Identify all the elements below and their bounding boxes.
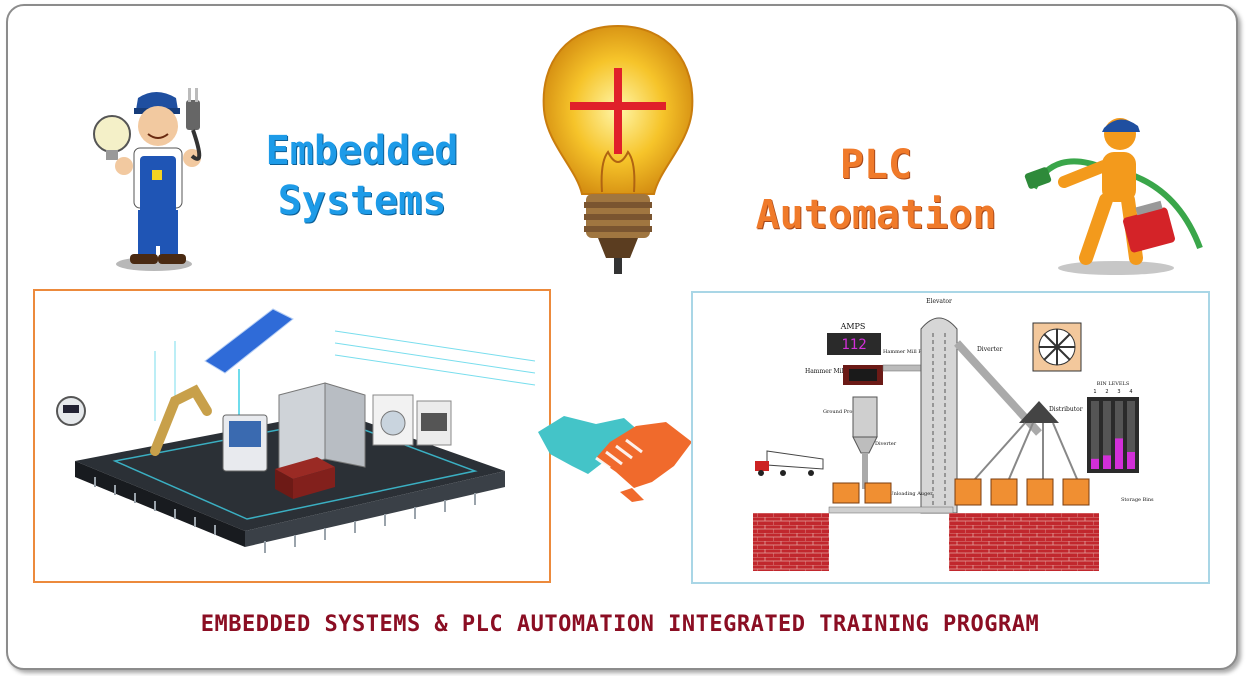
- bin-number-4: 4: [1129, 389, 1132, 395]
- bin-level-bar-1: [1091, 458, 1099, 469]
- bin-number-1: 1: [1093, 389, 1096, 395]
- amps-label: AMPS: [840, 322, 866, 331]
- bin-level-bar-4: [1127, 452, 1135, 469]
- hammer-mill-label: Hammer Mill: [805, 368, 845, 375]
- plc-scada-graphic: AMPS 112 Hammer Mill Hammer Mill Feed Au…: [753, 298, 1154, 571]
- ground-product-bin-label: Ground Product Bin: [823, 409, 874, 415]
- worker-toolbox-icon: [1024, 118, 1203, 275]
- plc-automation-title: PLC Automation: [755, 142, 997, 238]
- truck-unloading-auger-label: Truck Unloading Auger: [873, 491, 933, 497]
- bin-level-bar-3: [1115, 438, 1123, 469]
- bin-level-bar-2: [1103, 455, 1111, 469]
- elevator-label: Elevator: [926, 298, 952, 305]
- amps-value: 112: [841, 337, 866, 353]
- distributor-label: Distributor: [1049, 406, 1083, 413]
- bin-number-3: 3: [1117, 389, 1120, 395]
- bin-level-track-2: [1103, 401, 1111, 469]
- bin-level-track-1: [1091, 401, 1099, 469]
- bin-level-track-3: [1115, 401, 1123, 469]
- storage-bins-label: Storage Bins: [1121, 497, 1154, 503]
- embedded-systems-title: Embedded Systems: [265, 128, 459, 224]
- embedded-systems-image: [33, 289, 551, 583]
- diverter-bottom-label: Diverter: [875, 441, 897, 447]
- hammer-mill-feed-auger-label: Hammer Mill Feed Auger: [883, 349, 948, 355]
- embedded-chip-illustration: [56, 308, 536, 553]
- bin-number-2: 2: [1105, 389, 1108, 395]
- training-program-title: EMBEDDED SYSTEMS & PLC AUTOMATION INTEGR…: [200, 612, 1040, 637]
- diverter-top-label: Diverter: [977, 346, 1003, 353]
- bin-level-track-4: [1127, 401, 1135, 469]
- electrician-icon: [93, 88, 202, 271]
- handshake-icon: [538, 416, 692, 502]
- bin-levels-label: BIN LEVELS: [1097, 381, 1130, 387]
- light-bulb-icon: [542, 24, 694, 274]
- plc-process-diagram: AMPS 112 Hammer Mill Hammer Mill Feed Au…: [691, 291, 1210, 584]
